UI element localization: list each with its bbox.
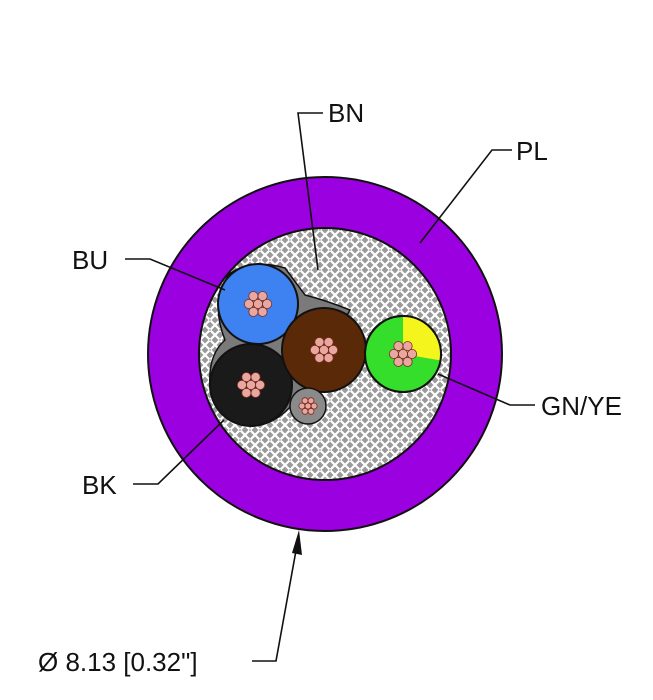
copper-strand [388, 348, 399, 359]
copper-strand [407, 348, 418, 359]
copper-strand [328, 344, 339, 355]
label-bk: BK [82, 470, 117, 500]
black-core [209, 343, 293, 427]
label-diameter: Ø 8.13 [0.32"] [38, 647, 198, 677]
copper-strand [314, 352, 325, 363]
copper-strand [255, 379, 266, 390]
label-bn: BN [328, 98, 364, 128]
copper-strand [309, 344, 320, 355]
leader-line-bu [125, 258, 226, 291]
copper-strand [243, 298, 254, 309]
copper-strand [323, 337, 334, 348]
brown-core [281, 307, 367, 393]
copper-strand [307, 397, 315, 405]
copper-strand [301, 397, 309, 405]
copper-strand [257, 306, 268, 317]
copper-strand [250, 372, 261, 383]
filler-core [289, 387, 327, 425]
label-gnye: GN/YE [541, 391, 622, 421]
copper-strand [393, 341, 404, 352]
leader-line-diameter [252, 544, 298, 662]
label-bu: BU [72, 245, 108, 275]
copper-strand [236, 379, 247, 390]
leader-line-pl [419, 149, 512, 244]
copper-strand [402, 341, 413, 352]
copper-strand [248, 306, 259, 317]
copper-strand [402, 356, 413, 367]
copper-strand [257, 291, 268, 302]
leader-line-gnye [437, 373, 535, 406]
diameter-arrowhead [292, 530, 302, 555]
copper-strand [241, 387, 252, 398]
copper-strand [301, 407, 309, 415]
leader-line-bk [133, 419, 225, 485]
copper-strand [307, 407, 315, 415]
copper-strand [323, 352, 334, 363]
label-pl: PL [516, 136, 548, 166]
copper-strand [262, 298, 273, 309]
copper-strand [250, 387, 261, 398]
copper-strand [298, 402, 306, 410]
leader-line-bn [297, 112, 323, 271]
copper-strand [314, 337, 325, 348]
copper-strand [310, 402, 318, 410]
copper-strand [248, 291, 259, 302]
copper-strand [393, 356, 404, 367]
copper-strand [241, 372, 252, 383]
